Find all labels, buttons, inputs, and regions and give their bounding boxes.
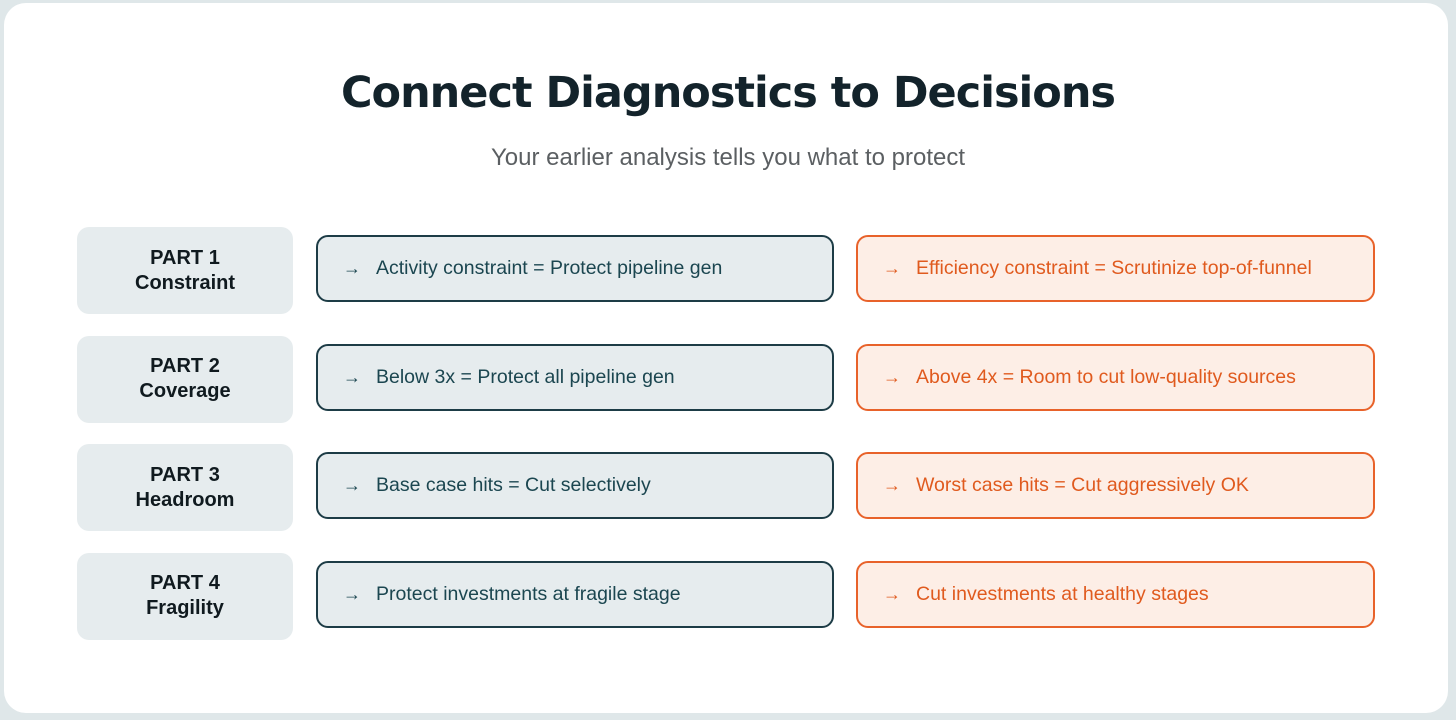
cut-text: Cut investments at healthy stages <box>916 582 1209 605</box>
arrow-right-icon: → <box>343 258 361 278</box>
cut-box: → Cut investments at healthy stages <box>856 560 1375 628</box>
protect-text: Activity constraint = Protect pipeline g… <box>376 257 723 279</box>
arrow-right-icon: → <box>883 258 901 278</box>
cut-box: → Efficiency constraint = Scrutinize top… <box>856 235 1375 302</box>
protect-text: Protect investments at fragile stage <box>376 582 681 605</box>
protect-box: → Protect investments at fragile stage <box>316 560 834 628</box>
page-title: Connect Diagnostics to Decisions <box>340 68 1116 118</box>
part-label: PART 4 Fragility <box>77 552 293 640</box>
part-name: Coverage <box>139 380 231 402</box>
arrow-right-icon: → <box>883 366 901 387</box>
part-number: PART 2 <box>150 355 220 377</box>
cut-box: → Worst case hits = Cut aggressively OK <box>856 452 1375 519</box>
cut-text: Efficiency constraint = Scrutinize top-o… <box>916 257 1312 279</box>
part-name: Fragility <box>146 597 224 619</box>
part-number: PART 1 <box>150 246 220 269</box>
arrow-right-icon: → <box>343 475 361 495</box>
part-number: PART 4 <box>150 572 220 594</box>
row-part-3: PART 3 Headroom → Base case hits = Cut s… <box>77 444 1375 531</box>
arrow-right-icon: → <box>883 583 901 604</box>
row-part-1: PART 1 Constraint → Activity constraint … <box>77 227 1375 314</box>
page-subtitle: Your earlier analysis tells you what to … <box>490 144 966 171</box>
part-label: PART 2 Coverage <box>77 335 293 423</box>
cut-text: Above 4x = Room to cut low-quality sourc… <box>916 365 1296 388</box>
row-part-2: PART 2 Coverage → Below 3x = Protect all… <box>77 335 1375 423</box>
cut-box: → Above 4x = Room to cut low-quality sou… <box>856 343 1375 411</box>
arrow-right-icon: → <box>883 475 901 495</box>
decision-grid: PART 1 Constraint → Activity constraint … <box>77 227 1375 661</box>
row-part-4: PART 4 Fragility → Protect investments a… <box>77 552 1375 640</box>
part-label: PART 1 Constraint <box>77 227 293 314</box>
protect-text: Below 3x = Protect all pipeline gen <box>376 365 675 388</box>
arrow-right-icon: → <box>343 583 361 604</box>
protect-text: Base case hits = Cut selectively <box>376 474 651 496</box>
protect-box: → Below 3x = Protect all pipeline gen <box>316 343 834 411</box>
cut-text: Worst case hits = Cut aggressively OK <box>916 474 1249 496</box>
protect-box: → Activity constraint = Protect pipeline… <box>316 235 834 302</box>
part-name: Constraint <box>135 271 235 294</box>
arrow-right-icon: → <box>343 366 361 387</box>
part-number: PART 3 <box>150 463 220 486</box>
part-name: Headroom <box>135 488 235 511</box>
part-label: PART 3 Headroom <box>77 444 293 531</box>
protect-box: → Base case hits = Cut selectively <box>316 452 834 519</box>
